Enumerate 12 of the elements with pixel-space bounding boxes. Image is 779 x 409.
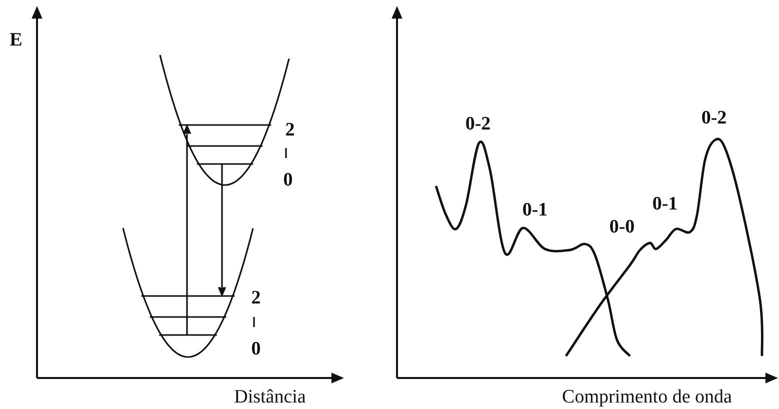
- level-number: 0: [251, 340, 261, 358]
- level-number: 2: [251, 288, 261, 308]
- peak-label: 0-2: [701, 108, 727, 128]
- peak-label: 0-1: [522, 200, 548, 220]
- peak-label: 0-1: [652, 194, 678, 214]
- peak-label: 0-2: [465, 114, 491, 134]
- level-number: 2: [285, 120, 295, 140]
- level-number: 0: [283, 170, 293, 190]
- peak-label: 0-0: [609, 218, 635, 236]
- axis-title: Comprimento de onda: [562, 388, 732, 406]
- axis-title: E: [10, 30, 22, 50]
- axis-title: Distância: [234, 388, 306, 406]
